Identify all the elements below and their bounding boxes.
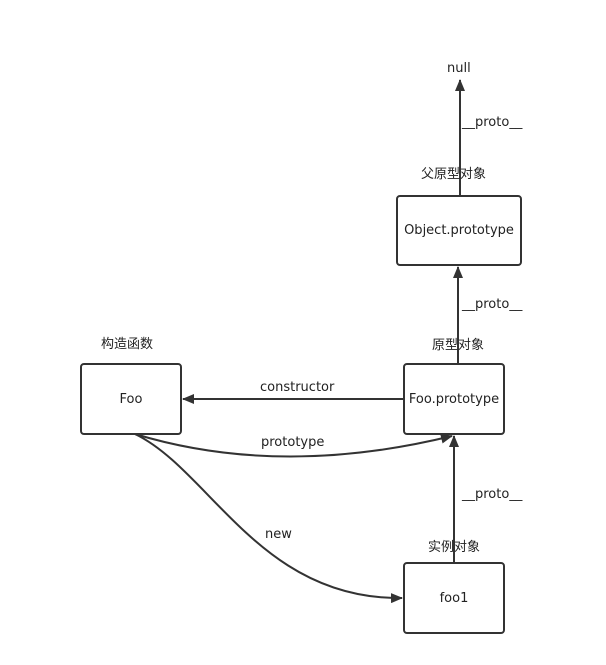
edge-label-new: new xyxy=(265,527,292,542)
edge-label-prototype: prototype xyxy=(261,435,325,450)
node-foo1-label: foo1 xyxy=(439,590,469,606)
edge-new xyxy=(134,433,403,604)
node-foo-prototype-label: Foo.prototype xyxy=(408,391,500,407)
node-foo-prototype[interactable]: Foo.prototype xyxy=(403,363,505,435)
node-object-prototype[interactable]: Object.prototype xyxy=(396,195,522,266)
node-object-prototype-label: Object.prototype xyxy=(404,223,514,238)
label-constructor-function: 构造函数 xyxy=(101,337,154,352)
edge-label-proto-bottom: __proto__ xyxy=(462,487,523,502)
label-parent-prototype-object: 父原型对象 xyxy=(421,167,487,182)
node-foo1[interactable]: foo1 xyxy=(403,562,505,634)
node-foo-label: Foo xyxy=(119,391,143,407)
edge-label-proto-middle: __proto__ xyxy=(462,297,523,312)
label-prototype-object: 原型对象 xyxy=(432,338,485,353)
edge-label-proto-top: __proto__ xyxy=(462,115,523,130)
node-null: null xyxy=(447,61,471,76)
edge-label-constructor: constructor xyxy=(260,380,335,395)
node-foo[interactable]: Foo xyxy=(80,363,182,435)
label-instance-object: 实例对象 xyxy=(428,540,481,555)
edge-prototype xyxy=(134,433,453,458)
